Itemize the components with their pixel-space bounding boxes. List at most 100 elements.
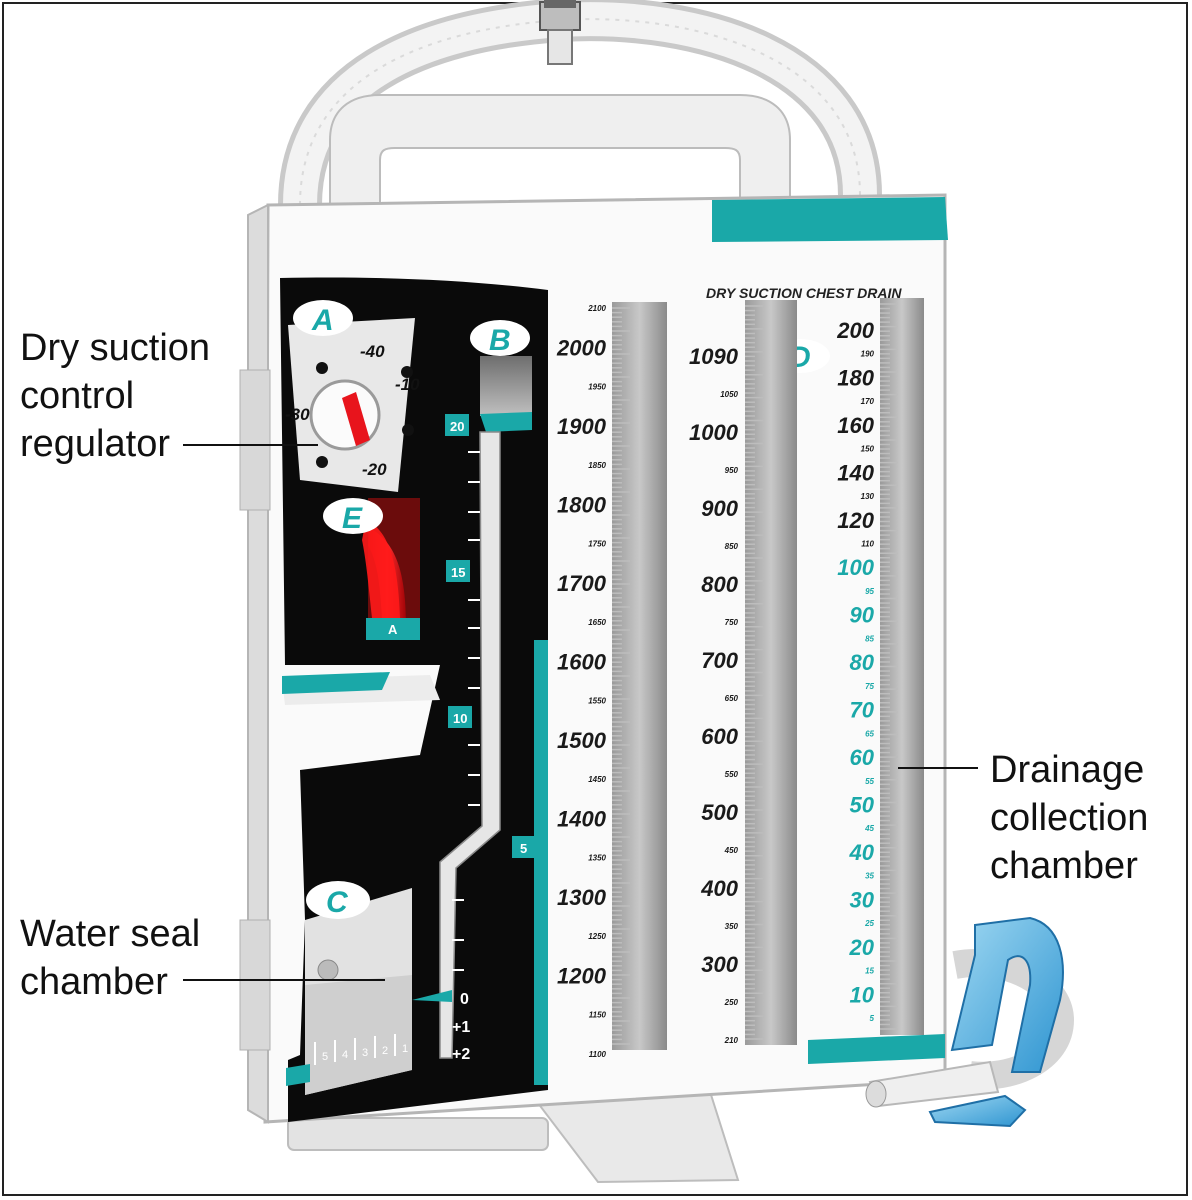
scale3-label-50: 50 <box>850 792 875 817</box>
scale2-label-250: 250 <box>724 998 739 1007</box>
scale2-label-300: 300 <box>701 952 738 977</box>
scale2-ticks <box>745 305 763 1040</box>
water-seal-callout-line-2: chamber <box>20 961 168 1003</box>
suction-control-column: 20 15 10 5 <box>439 356 536 1059</box>
scale1-label-1750: 1750 <box>588 540 606 549</box>
scale3-label-180: 180 <box>837 365 874 390</box>
water-seal-mark-3: 3 <box>362 1047 368 1059</box>
scale3-label-45: 45 <box>864 824 874 833</box>
column-b-ticks <box>452 451 480 971</box>
scale1-label-1250: 1250 <box>588 932 606 941</box>
scale2-label-650: 650 <box>725 694 739 703</box>
scale3-label-200: 200 <box>836 318 874 343</box>
scale1-label-1100: 1100 <box>589 1050 607 1059</box>
scale3-label-70: 70 <box>850 698 875 723</box>
column-b-label-15: 15 <box>451 565 465 580</box>
water-seal-label-plus1: +1 <box>452 1019 470 1036</box>
scale2-label-700: 700 <box>701 648 738 673</box>
dial-label-left: -30 <box>285 405 310 424</box>
letter-c: C <box>326 886 349 919</box>
scale1-ticks <box>612 307 630 1045</box>
collection-scale-2: 1090 1050 1000 950 900 850 800 750 700 650 600 550 5… <box>689 300 797 1045</box>
scale3-label-55: 55 <box>865 777 874 786</box>
dry-suction-callout-line-2: control <box>20 375 135 417</box>
scale2-label-500: 500 <box>701 800 738 825</box>
scale1-label-1450: 1450 <box>588 775 606 784</box>
water-seal-mark-5: 5 <box>322 1051 328 1063</box>
water-seal-chamber: 5 4 3 2 1 0 +1 +2 <box>286 888 470 1095</box>
scale2-label-450: 450 <box>724 846 739 855</box>
scale2-label-210: 210 <box>724 1036 739 1045</box>
dry-suction-callout-line-1: Dry suction <box>20 327 211 369</box>
scale1-label-1950: 1950 <box>588 383 606 392</box>
device-title: DRY SUCTION CHEST DRAIN <box>706 285 902 301</box>
scale3-label-95: 95 <box>865 587 874 596</box>
scale1-label-1200: 1200 <box>557 963 607 988</box>
scale3-label-5: 5 <box>870 1014 875 1023</box>
scale3-label-75: 75 <box>865 682 874 691</box>
letter-a: A <box>311 304 334 337</box>
scale1-label-1650: 1650 <box>588 618 606 627</box>
scale1-label-1850: 1850 <box>588 461 606 470</box>
column-b-label-10: 10 <box>453 711 467 726</box>
water-seal-callout: Water seal chamber <box>20 910 200 1006</box>
column-b-label-5: 5 <box>520 841 527 856</box>
water-seal-mark-4: 4 <box>342 1049 348 1061</box>
collection-scale-3: 2001901801701601501401301201101009590858… <box>836 298 924 1035</box>
scale3-label-15: 15 <box>865 967 874 976</box>
scale1-label-1800: 1800 <box>557 492 607 517</box>
scale3-label-190: 190 <box>861 350 875 359</box>
letter-e: E <box>342 502 363 535</box>
collection-scale-1: 2100200019501900185018001750170016501600… <box>556 302 667 1059</box>
scale1-label-2100: 2100 <box>587 304 606 313</box>
scale3-label-65: 65 <box>865 729 874 738</box>
column-b-label-20: 20 <box>450 419 464 434</box>
scale3-ticks <box>880 303 898 1030</box>
scale1-label-1900: 1900 <box>557 414 607 439</box>
scale3-label-35: 35 <box>865 872 874 881</box>
scale3-label-170: 170 <box>861 397 875 406</box>
water-seal-mark-2: 2 <box>382 1045 388 1057</box>
scale2-label-550: 550 <box>725 770 739 779</box>
scale2-label-950: 950 <box>725 466 739 475</box>
suction-regulator-dial: -40 -10 -20 -30 <box>285 318 420 492</box>
scale3-label-90: 90 <box>850 603 875 628</box>
scale3-label-160: 160 <box>837 413 874 438</box>
scale3-label-85: 85 <box>865 634 874 643</box>
scale1-label-1400: 1400 <box>557 806 607 831</box>
scale3-label-60: 60 <box>850 745 875 770</box>
tube-connector <box>539 0 581 65</box>
scale3-label-10: 10 <box>850 982 875 1007</box>
drainage-callout: Drainage collection chamber <box>990 746 1148 890</box>
scale2-label-750: 750 <box>725 618 739 627</box>
scale2-label-600: 600 <box>701 724 738 749</box>
scale3-label-20: 20 <box>849 935 875 960</box>
scale1-label-1350: 1350 <box>588 854 606 863</box>
scale1-label-1150: 1150 <box>589 1011 607 1020</box>
letter-b: B <box>489 324 511 357</box>
drainage-callout-line-1: Drainage <box>990 749 1145 791</box>
drainage-callout-line-2: collection <box>990 797 1149 839</box>
scale3-label-110: 110 <box>861 540 874 549</box>
scale1-label-1700: 1700 <box>557 571 607 596</box>
scale3-label-40: 40 <box>849 840 875 865</box>
scale2-label-850: 850 <box>725 542 739 551</box>
scale3-label-150: 150 <box>861 445 875 454</box>
scale2-label-400: 400 <box>700 876 738 901</box>
scale3-label-25: 25 <box>864 919 874 928</box>
scale2-label-900: 900 <box>701 496 738 521</box>
scale1-label-1550: 1550 <box>588 697 606 706</box>
dry-suction-callout-line-3: regulator <box>20 423 170 465</box>
drainage-callout-line-3: chamber <box>990 845 1138 887</box>
scale3-label-130: 130 <box>861 492 875 501</box>
dry-suction-callout: Dry suction control regulator <box>20 324 210 468</box>
dial-label-top: -40 <box>360 342 385 361</box>
scale2-label-1090: 1090 <box>689 344 739 369</box>
scale2-label-1050: 1050 <box>720 390 738 399</box>
scale2-label-800: 800 <box>701 572 738 597</box>
scale1-label-1600: 1600 <box>557 649 607 674</box>
water-seal-callout-line-1: Water seal <box>20 913 201 955</box>
scale2-label-1000: 1000 <box>689 420 739 445</box>
scale1-label-1300: 1300 <box>557 885 607 910</box>
leader-lines <box>183 444 978 981</box>
